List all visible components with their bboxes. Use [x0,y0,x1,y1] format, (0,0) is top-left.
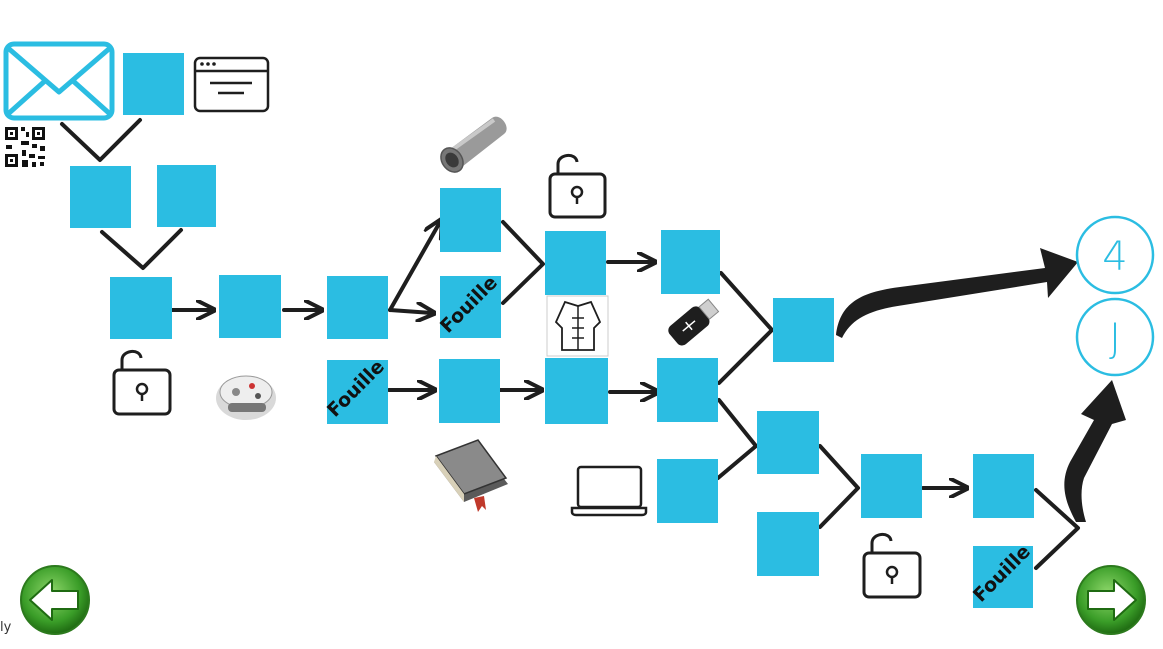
task-box [440,276,501,338]
padlock-icon [862,533,922,599]
task-box [757,411,819,474]
browser-window-icon [193,56,270,113]
padlock-icon [112,350,172,416]
task-box [440,188,501,252]
connectors [60,118,1080,570]
task-box [70,166,131,228]
task-box [123,53,184,115]
task-box [327,360,388,424]
task-box [439,359,500,423]
endpoint-number-label: 4 [1102,234,1127,280]
footer-text: ly [0,620,12,635]
task-box [110,277,172,339]
task-box [157,165,216,227]
previous-button[interactable] [20,565,90,635]
big-arrow-to-4 [836,248,1078,338]
endpoint-letter-label: J [1109,316,1121,362]
big-arrow-to-J [1064,380,1126,522]
task-box [773,298,834,362]
envelope-icon [3,41,115,121]
task-box [657,358,718,422]
task-boxes [70,53,1034,608]
task-box [327,276,388,339]
endpoint-number: 4 [1075,215,1155,295]
book-icon [434,439,508,512]
task-box [861,454,922,518]
arrow-left-icon [29,579,79,621]
task-box [545,358,608,424]
task-box [219,275,281,338]
big-arrows [836,248,1126,522]
laptop-icon [570,465,648,517]
qr-code-icon [5,127,45,167]
pipe-icon [440,116,507,173]
task-box [973,454,1034,518]
task-box [545,231,606,295]
endpoint-letter: J [1075,297,1155,377]
coat-icon [546,295,609,357]
robot-icon [216,375,276,420]
padlock-icon [548,154,607,219]
task-box [757,512,819,576]
usb-key-icon [668,298,720,346]
task-box [973,546,1033,608]
arrow-right-icon [1087,579,1137,621]
task-box [657,459,718,523]
task-box [661,230,720,294]
next-button[interactable] [1076,565,1146,635]
